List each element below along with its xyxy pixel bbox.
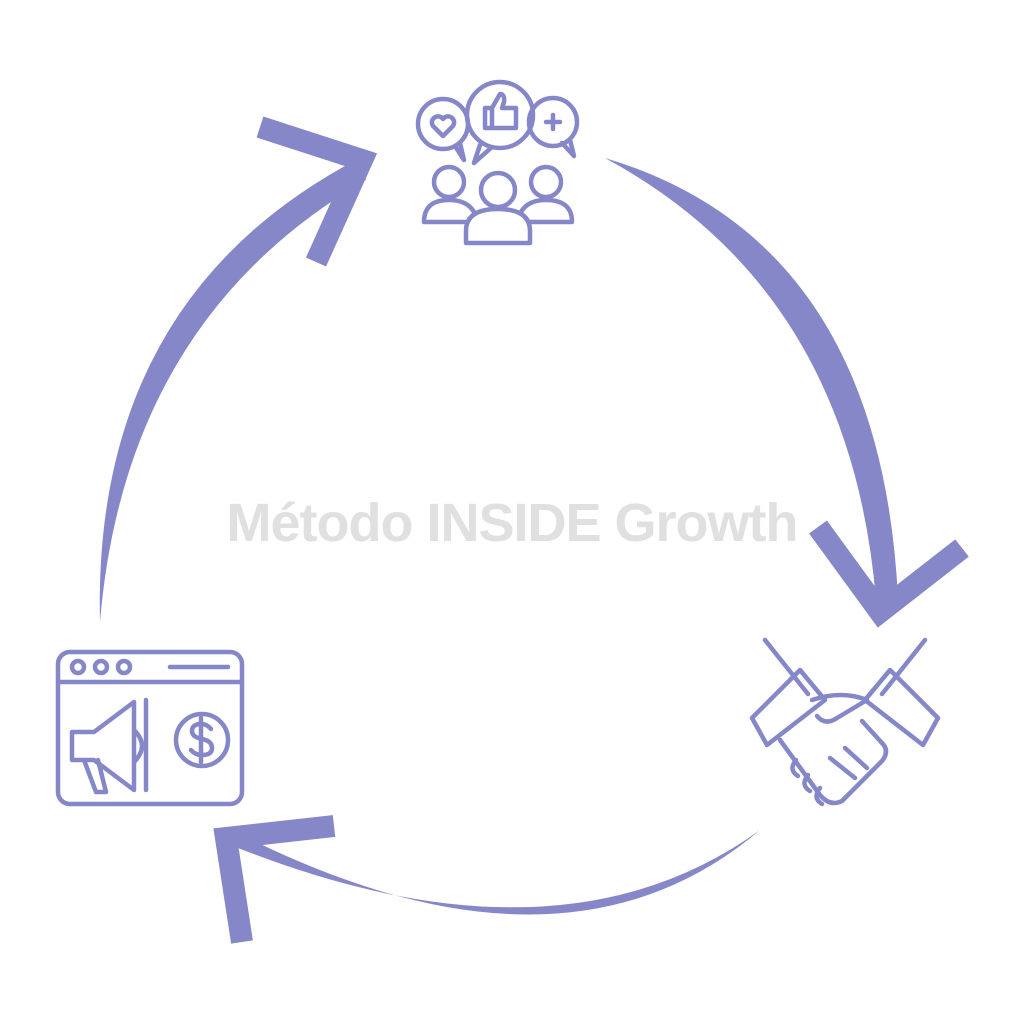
community-feedback-icon [415, 79, 580, 246]
arrowhead-right [809, 520, 969, 628]
arrowhead-bottom-left [213, 815, 336, 944]
arc-left [99, 160, 366, 622]
advertising-browser-icon [55, 649, 245, 807]
diagram-title: Método INSIDE Growth [226, 493, 799, 553]
arrowhead-top-left [256, 116, 378, 267]
arc-bottom [228, 828, 760, 915]
handshake-icon [749, 637, 941, 807]
arc-right [605, 158, 898, 600]
